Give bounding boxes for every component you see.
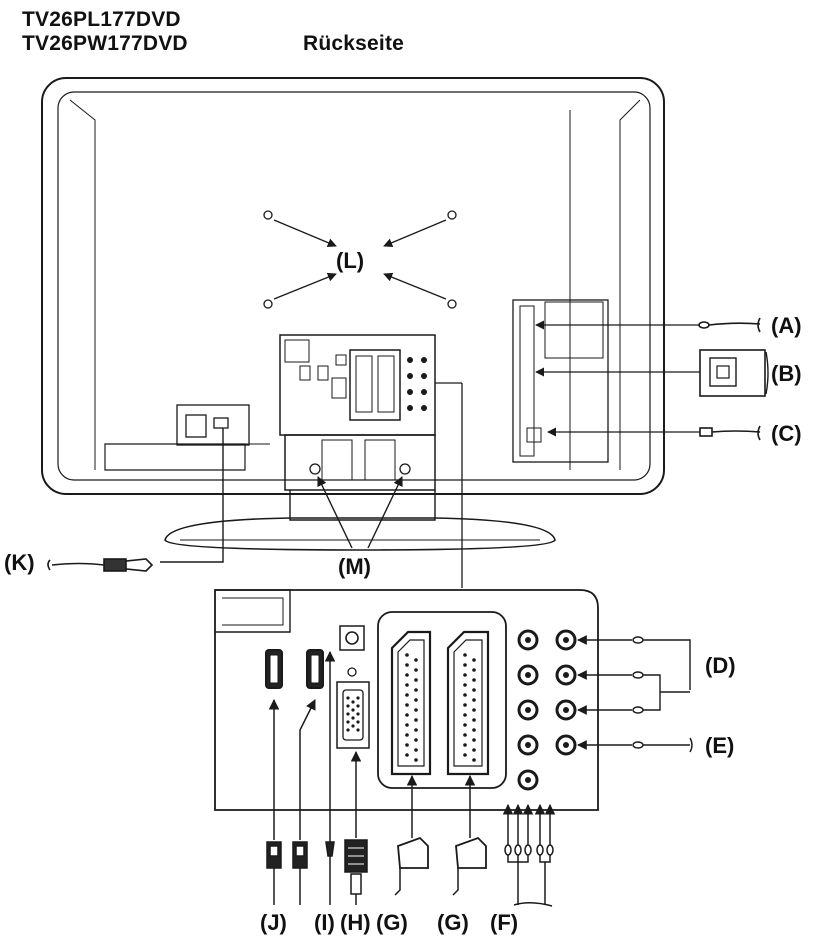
callout-m: (M) xyxy=(338,554,371,579)
callout-e: (E) xyxy=(705,733,734,758)
model-number-2: TV26PW177DVD xyxy=(22,32,188,55)
tv-stand xyxy=(164,490,556,551)
tv-housing xyxy=(41,77,665,495)
callout-l: (L) xyxy=(336,248,364,273)
callout-j: (J) xyxy=(260,910,287,935)
cable-c-icon xyxy=(699,425,761,441)
callout-k: (K) xyxy=(4,550,35,575)
callout-c: (C) xyxy=(771,421,802,446)
callout-f: (F) xyxy=(490,910,518,935)
callout-d: (D) xyxy=(705,653,736,678)
hdmi-port-2 xyxy=(306,649,324,689)
model-number-1: TV26PL177DVD xyxy=(22,8,181,31)
callout-h: (H) xyxy=(340,910,371,935)
scart-port-2 xyxy=(446,630,490,776)
rca-jacks xyxy=(517,629,577,791)
callout-g-2: (G) xyxy=(437,910,469,935)
power-socket xyxy=(160,404,250,563)
view-title: Rückseite xyxy=(303,32,405,55)
stand-screw-arrows xyxy=(317,476,403,549)
callout-a: (A) xyxy=(771,313,802,338)
cable-a-icon xyxy=(698,317,761,333)
callout-i: (I) xyxy=(314,910,335,935)
rear-connector-panel xyxy=(279,334,463,588)
vga-port xyxy=(336,667,370,749)
side-panel xyxy=(512,299,700,463)
callout-g-1: (G) xyxy=(376,910,408,935)
bottom-cables xyxy=(266,650,556,907)
hdmi-port-1 xyxy=(265,649,283,689)
rca-output-leads xyxy=(577,635,693,753)
ci-module-icon xyxy=(699,349,769,397)
audio-jack xyxy=(339,625,365,651)
callout-labels: (L) (A) (B) (C) (K) (M) (D) (E) (J) (I) … xyxy=(4,248,802,935)
callout-b: (B) xyxy=(771,361,802,386)
power-cable-icon xyxy=(47,558,154,572)
scart-port-1 xyxy=(390,630,432,776)
vesa-mount-holes xyxy=(263,210,457,309)
connector-panel-detail xyxy=(214,589,599,811)
